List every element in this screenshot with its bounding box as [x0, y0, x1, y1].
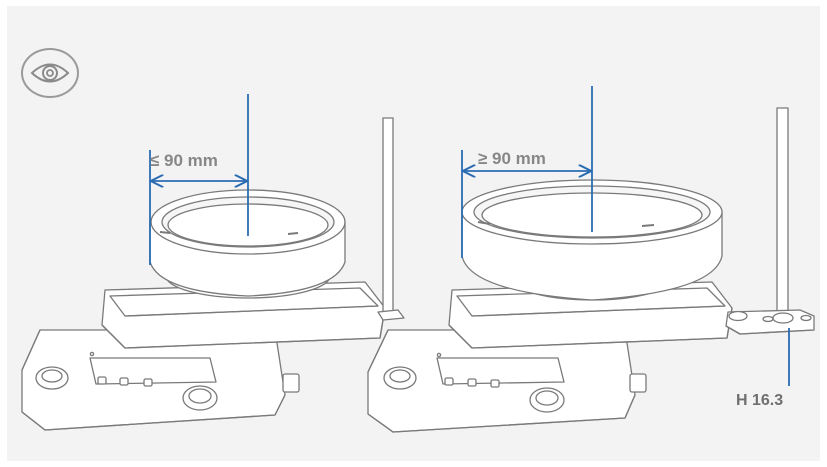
accessory-label: H 16.3 [736, 392, 784, 409]
right-dimension [461, 86, 593, 258]
left-dimension-label: ≤ 90 mm [150, 151, 218, 170]
right-stirrer [367, 107, 815, 433]
left-dimension [149, 94, 249, 265]
eye-icon [30, 63, 70, 83]
right-dimension-label: ≥ 90 mm [478, 149, 546, 168]
view-button[interactable] [21, 48, 79, 98]
left-stirrer [21, 117, 405, 431]
